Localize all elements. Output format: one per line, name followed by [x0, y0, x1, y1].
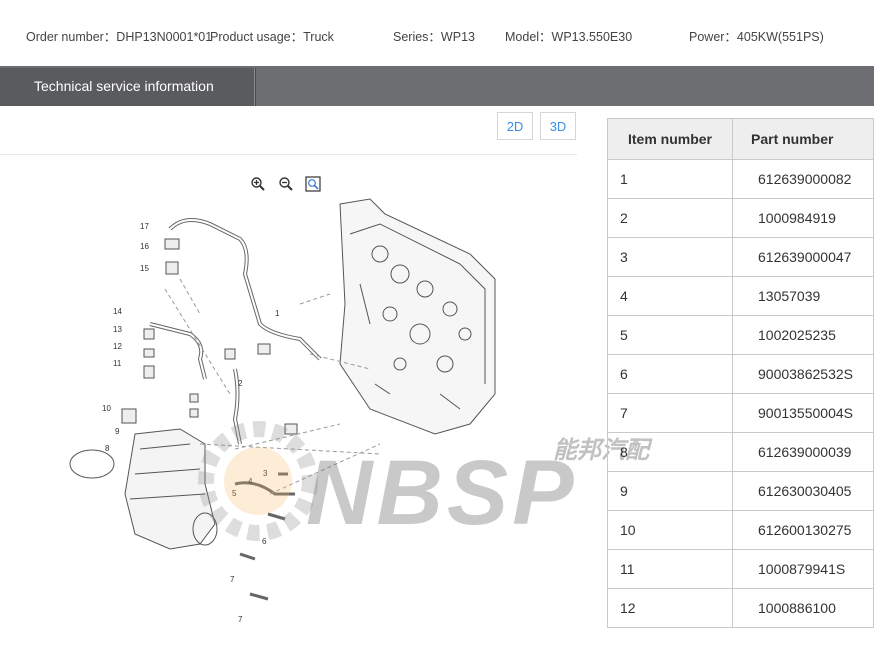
callout-number: 13	[113, 325, 122, 334]
callout-number: 14	[113, 307, 122, 316]
part-number-cell[interactable]: 612639000047	[732, 237, 874, 277]
item-number-cell: 1	[607, 159, 733, 199]
item-number-cell: 3	[607, 237, 733, 277]
part-number-cell[interactable]: 90003862532S	[732, 354, 874, 394]
callout-number: 6	[262, 537, 267, 546]
col-part-number: Part number	[732, 118, 874, 160]
part-number-cell[interactable]: 1000984919	[732, 198, 874, 238]
item-number-cell: 9	[607, 471, 733, 511]
view-3d-button[interactable]: 3D	[540, 112, 576, 140]
item-number-cell: 11	[607, 549, 733, 589]
series: Series：WP13	[393, 30, 475, 44]
callout-number: 11	[113, 359, 122, 368]
table-header-row: Item number Part number	[607, 118, 874, 160]
callout-number: 4	[248, 477, 253, 486]
col-item-number: Item number	[607, 118, 733, 160]
callout-number: 7	[238, 615, 243, 624]
part-number-cell[interactable]: 1000879941S	[732, 549, 874, 589]
item-number-cell: 12	[607, 588, 733, 628]
part-number-cell[interactable]: 1000886100	[732, 588, 874, 628]
tab-bar: Technical service information	[0, 66, 874, 106]
zoom-in-icon[interactable]	[250, 176, 266, 192]
order-number: Order number：DHP13N0001*01	[26, 30, 213, 44]
callout-number: 2	[238, 379, 243, 388]
item-number-cell: 5	[607, 315, 733, 355]
part-number-cell[interactable]: 612600130275	[732, 510, 874, 550]
tab-technical-service-information[interactable]: Technical service information	[0, 68, 255, 106]
item-number-cell: 6	[607, 354, 733, 394]
part-number-cell[interactable]: 1002025235	[732, 315, 874, 355]
part-number-cell[interactable]: 612639000082	[732, 159, 874, 199]
part-number-cell[interactable]: 13057039	[732, 276, 874, 316]
callout-number: 15	[140, 264, 149, 273]
model: Model：WP13.550E30	[505, 30, 633, 44]
item-number-cell: 4	[607, 276, 733, 316]
callout-number: 16	[140, 242, 149, 251]
callout-number: 7	[230, 575, 235, 584]
zoom-out-icon[interactable]	[278, 176, 294, 192]
product-usage: Product usage：Truck	[210, 30, 334, 44]
callout-number: 5	[232, 489, 237, 498]
item-number-cell: 8	[607, 432, 733, 472]
part-number-cell[interactable]: 90013550004S	[732, 393, 874, 433]
callout-number: 12	[113, 342, 122, 351]
viewer-divider	[0, 154, 577, 155]
view-2d-button[interactable]: 2D	[497, 112, 533, 140]
callout-number: 3	[263, 469, 268, 478]
callout-number: 17	[140, 222, 149, 231]
item-number-cell: 7	[607, 393, 733, 433]
part-number-cell[interactable]: 612630030405	[732, 471, 874, 511]
order-info-bar: Order number：DHP13N0001*01 Product usage…	[0, 0, 874, 66]
diagram-viewer: 2D 3D	[0, 106, 653, 662]
callout-number: 1	[275, 309, 280, 318]
power: Power：405KW(551PS)	[689, 30, 824, 44]
callout-number: 9	[115, 427, 120, 436]
callout-number: 10	[102, 404, 111, 413]
item-number-cell: 10	[607, 510, 733, 550]
part-number-cell[interactable]: 612639000039	[732, 432, 874, 472]
callout-number: 8	[105, 444, 110, 453]
item-number-cell: 2	[607, 198, 733, 238]
fit-view-icon[interactable]	[305, 176, 321, 192]
